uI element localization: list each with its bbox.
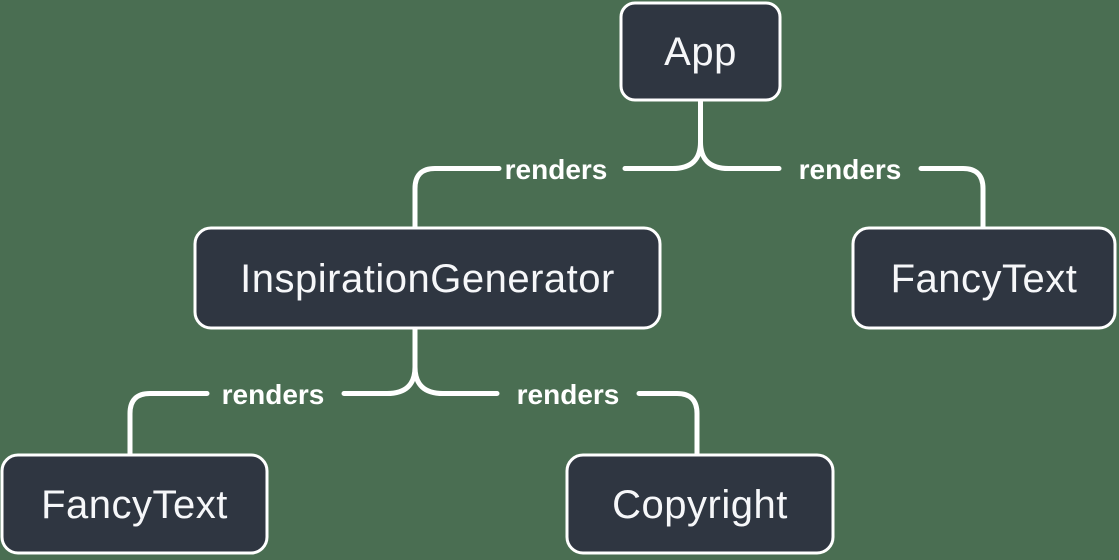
node-copyright: Copyright bbox=[565, 453, 835, 555]
node-inspiration-generator: InspirationGenerator bbox=[193, 226, 662, 330]
node-fancy-text-top: FancyText bbox=[851, 226, 1117, 330]
node-inspiration-generator-label: InspirationGenerator bbox=[240, 257, 615, 301]
node-fancy-text-bottom-box bbox=[0, 453, 269, 555]
edge-line bbox=[698, 97, 782, 171]
edge-label-renders: renders bbox=[517, 379, 620, 410]
node-inspiration-generator-box bbox=[193, 226, 662, 330]
node-copyright-label: Copyright bbox=[612, 483, 788, 527]
node-fancy-text-top-box bbox=[851, 226, 1117, 330]
edge-line bbox=[127, 391, 210, 458]
edge-app-to-fancy-text: renders bbox=[698, 97, 986, 231]
node-copyright-box bbox=[565, 453, 835, 555]
node-fancy-text-bottom: FancyText bbox=[0, 453, 269, 555]
edge-label-renders: renders bbox=[222, 379, 325, 410]
node-app: App bbox=[619, 1, 782, 102]
node-fancy-text-top-label: FancyText bbox=[891, 257, 1078, 301]
edge-label-renders: renders bbox=[505, 154, 608, 185]
edge-inspiration-generator-to-copyright: renders bbox=[412, 325, 700, 458]
edge-line bbox=[412, 166, 502, 231]
node-app-label: App bbox=[664, 30, 737, 74]
edge-line bbox=[636, 391, 700, 458]
node-app-box bbox=[619, 1, 782, 102]
node-fancy-text-bottom-label: FancyText bbox=[41, 483, 228, 527]
edge-label-renders: renders bbox=[799, 154, 902, 185]
edge-line bbox=[918, 166, 986, 231]
edge-line bbox=[412, 325, 500, 396]
